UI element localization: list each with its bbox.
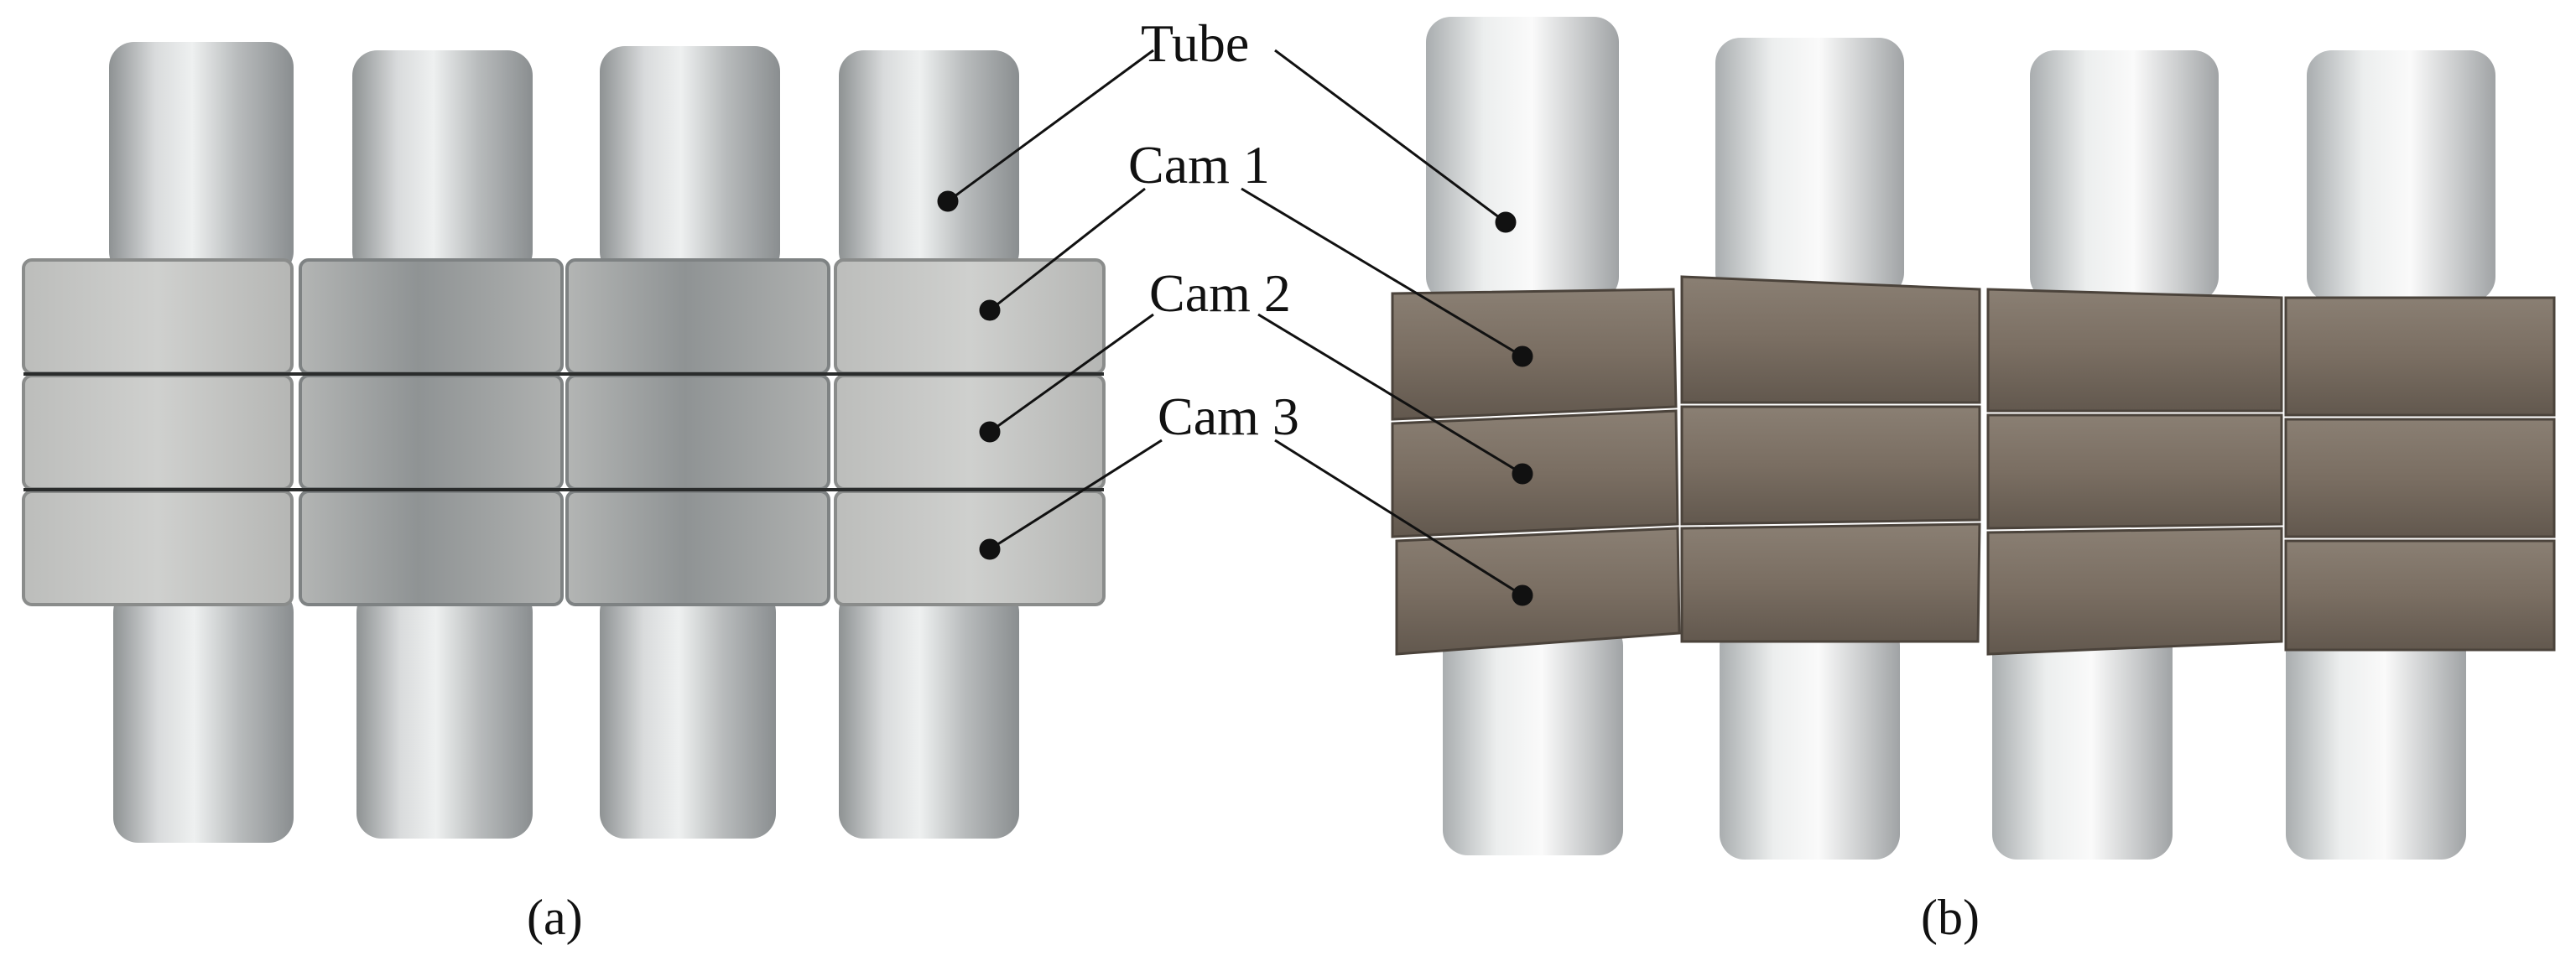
cam-a4-1 — [834, 258, 1106, 375]
leader-cam3-a — [989, 439, 1163, 551]
cam-b1-3 — [1395, 527, 1681, 656]
cam-b3-3 — [1986, 527, 2283, 656]
leader-tube-a — [947, 49, 1154, 203]
panel-a-cams — [22, 258, 1106, 606]
tube-b4-bottom — [2286, 621, 2466, 860]
leader-cam1-a — [989, 187, 1146, 312]
leader-dot-cam3-a — [979, 538, 1001, 560]
leader-dot-tube-b — [1495, 211, 1517, 233]
leader-cam1-b — [1241, 187, 1523, 358]
cam-b2-1 — [1680, 275, 1981, 404]
leader-cam2-a — [989, 313, 1154, 434]
label-cam-1: Cam 1 — [1128, 135, 1270, 195]
tube-b1-bottom — [1443, 621, 1623, 855]
cam-a3-3 — [565, 490, 830, 606]
cam-b4-3 — [2284, 539, 2556, 652]
label-cam-2: Cam 2 — [1149, 263, 1291, 323]
tube-a2-top — [352, 50, 533, 277]
cam-b2-3 — [1680, 522, 1981, 643]
cam-a2-2 — [299, 374, 564, 491]
cam-a1-3 — [22, 490, 294, 606]
panel-label-b: (b) — [1921, 890, 1980, 945]
cam-b3-1 — [1986, 288, 2283, 413]
cam-a3-2 — [565, 374, 830, 491]
cam-a2-3 — [299, 490, 564, 606]
leader-dot-cam2-b — [1512, 463, 1533, 485]
cam-b2-2 — [1680, 405, 1981, 526]
cam-b1-1 — [1391, 288, 1678, 421]
tube-a4-bottom — [839, 587, 1019, 839]
cam-b3-2 — [1986, 413, 2283, 530]
cam-a4-2 — [834, 374, 1106, 491]
panel-b-cams — [1391, 275, 2556, 656]
tube-b3-top — [2030, 50, 2219, 302]
panel-b-photo — [1391, 17, 2556, 860]
cam-b1-2 — [1391, 409, 1679, 538]
label-tube: Tube — [1141, 13, 1250, 73]
panel-a-photo — [22, 42, 1106, 843]
leader-tube-b — [1274, 49, 1507, 224]
panel-label-a: (a) — [527, 890, 583, 945]
cam-a2-1 — [299, 258, 564, 375]
label-cam-3: Cam 3 — [1158, 387, 1299, 446]
tube-b4-top — [2307, 50, 2495, 302]
cam-a1-1 — [22, 258, 294, 375]
leader-cam2-b — [1257, 313, 1523, 475]
tube-a1-bottom — [113, 587, 294, 843]
cam-a1-2 — [22, 374, 294, 491]
cam-b4-2 — [2284, 418, 2556, 538]
tube-a2-bottom — [356, 587, 533, 839]
panel-b-tubes — [1426, 17, 2495, 860]
leader-dot-tube-a — [937, 190, 959, 212]
tube-a4-top — [839, 50, 1019, 277]
tube-a1-top — [109, 42, 294, 277]
panel-a-tubes — [109, 42, 1019, 843]
tube-a3-bottom — [600, 587, 776, 839]
tube-b3-bottom — [1992, 621, 2173, 860]
tube-b1-top — [1426, 17, 1619, 302]
cam-a3-1 — [565, 258, 830, 375]
leader-dot-cam3-b — [1512, 584, 1533, 606]
leader-dot-cam2-a — [979, 421, 1001, 443]
tube-b2-top — [1715, 38, 1904, 298]
leader-dot-cam1-a — [979, 299, 1001, 321]
leader-lines — [937, 49, 1533, 606]
leader-dot-cam1-b — [1512, 345, 1533, 367]
tube-a3-top — [600, 46, 780, 277]
cam-a4-3 — [834, 490, 1106, 606]
tube-b2-bottom — [1720, 621, 1900, 860]
leader-cam3-b — [1274, 439, 1523, 597]
cam-b4-1 — [2284, 296, 2556, 417]
